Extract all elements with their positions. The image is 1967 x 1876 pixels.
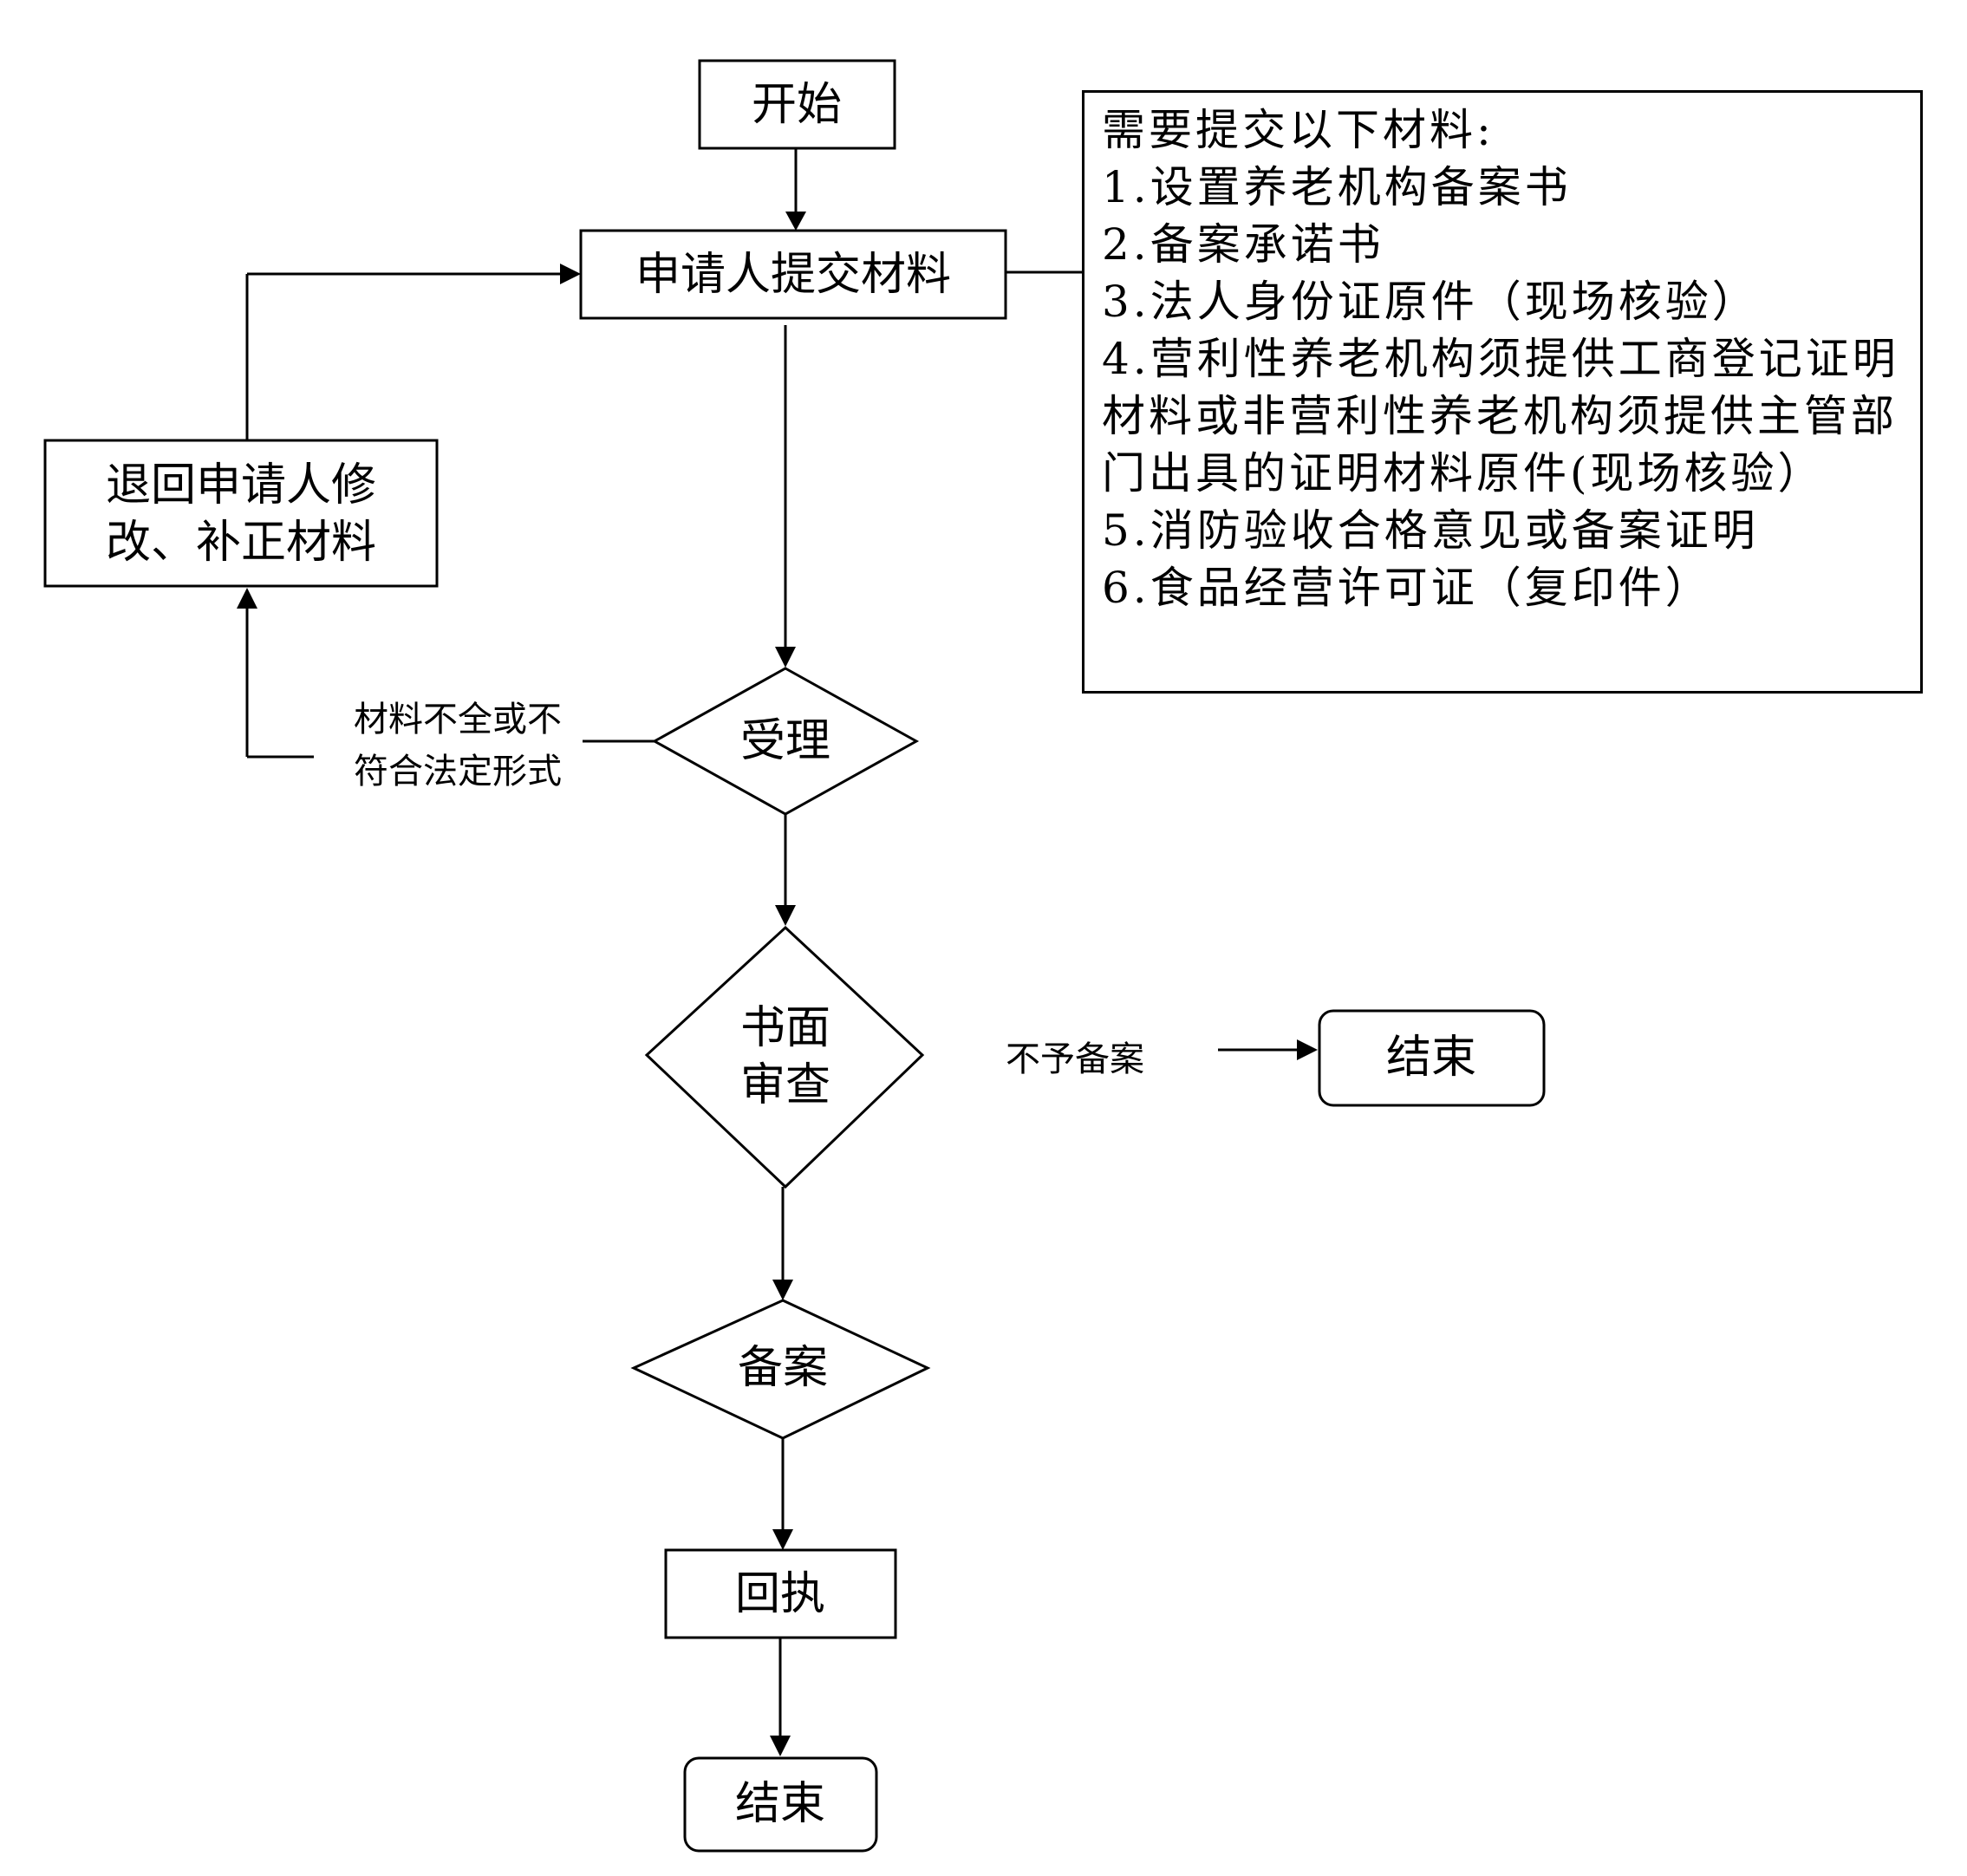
required-materials-box: 需要提交以下材料: 1.设置养老机构备案书 2.备案承诺书 3.法人身份证原件（… [1082, 90, 1923, 694]
reject-label: 不予备案 [1006, 1039, 1144, 1079]
materials-item: 5.消防验收合格意见或备案证明 [1102, 505, 1759, 556]
start-node[interactable]: 开始 [698, 59, 896, 150]
materials-item: 1.设置养老机构备案书 [1102, 162, 1572, 212]
arrow-start-to-submit [785, 148, 806, 231]
incomplete-label-line2: 符合法定形式 [354, 752, 562, 791]
materials-item: 3.法人身份证原件（现场核验） [1102, 277, 1759, 327]
accept-decision[interactable]: 受理 [651, 667, 920, 816]
submit-materials-label: 申请人提交材料 [635, 249, 951, 301]
end-node[interactable]: 结束 [683, 1756, 878, 1853]
arrow-review-to-filing [772, 1187, 793, 1300]
materials-item: 2.备案承诺书 [1102, 219, 1384, 270]
arrow-accept-to-review [775, 814, 796, 926]
materials-item: 4.营利性养老机构须提供工商登记证明材料或非营利性养老机构须提供主管部门出具的证… [1102, 334, 1899, 498]
receipt-label: 回执 [735, 1568, 825, 1620]
return-label-line2: 改、补正材料 [106, 517, 376, 569]
arrow-return-to-submit [245, 264, 581, 440]
arrow-reject-to-end [1218, 1039, 1318, 1060]
written-review-decision[interactable]: 书面 审查 [644, 925, 925, 1189]
start-label: 开始 [752, 79, 842, 131]
materials-item: 6.食品经营许可证（复印件） [1102, 563, 1712, 613]
review-label-line1: 书面 [740, 1002, 830, 1054]
end-label: 结束 [735, 1778, 825, 1830]
return-label-line1: 退回申请人修 [106, 459, 376, 511]
arrow-submit-to-accept [775, 325, 796, 668]
review-label-line2: 审查 [740, 1059, 830, 1111]
end-reject-label: 结束 [1386, 1032, 1476, 1084]
arrow-receipt-to-end [770, 1638, 791, 1756]
submit-materials-node[interactable]: 申请人提交材料 [579, 229, 1007, 320]
incomplete-label-line1: 材料不全或不 [354, 700, 562, 739]
materials-title: 需要提交以下材料: [1102, 105, 1495, 155]
end-reject-node[interactable]: 结束 [1318, 1009, 1546, 1107]
return-to-applicant-node[interactable]: 退回申请人修 改、补正材料 [43, 439, 439, 588]
arrow-filing-to-receipt [772, 1438, 793, 1550]
filing-label: 备案 [738, 1342, 828, 1394]
accept-label: 受理 [740, 715, 830, 767]
arrow-accept-to-return [237, 588, 655, 759]
filing-decision[interactable]: 备案 [630, 1299, 931, 1440]
receipt-node[interactable]: 回执 [664, 1548, 897, 1639]
